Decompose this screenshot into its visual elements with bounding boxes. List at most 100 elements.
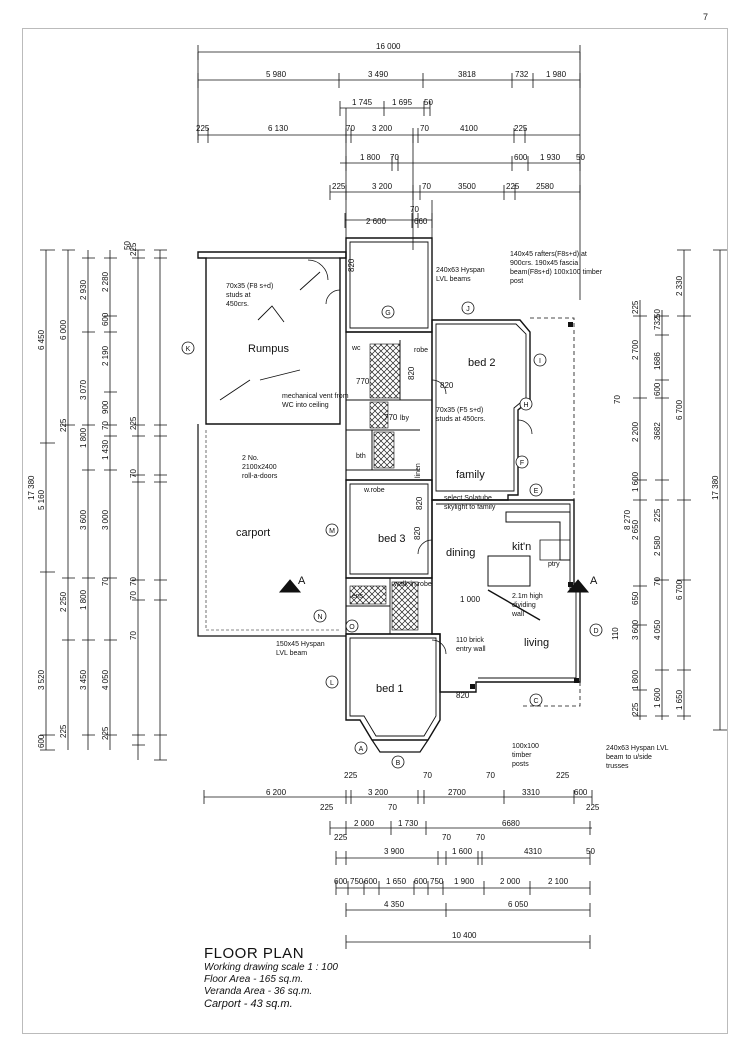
note-hyspan-beams: LVL beams <box>436 276 471 283</box>
dim-right: 225 <box>631 702 640 716</box>
room-label-carport: carport <box>236 527 270 539</box>
veranda-area-text: Veranda Area - 36 sq.m. <box>204 986 313 997</box>
note-rafters: 140x45 rafters(F8s+d) at <box>510 251 587 258</box>
dimension-label: 70 <box>422 182 431 191</box>
dimension-label: 1 650 <box>386 877 407 886</box>
note-studs: 70x35 (F5 s+d) <box>436 407 483 414</box>
dimension-label: 70 <box>486 771 495 780</box>
note-roll-doors: 2100x2400 <box>242 464 277 471</box>
dim-right: 2 580 <box>653 535 662 556</box>
grid-marker-e: E <box>529 483 543 497</box>
note-skylight: skylight to family <box>444 504 496 511</box>
dimension-label: 1 900 <box>454 877 475 886</box>
dimension-label: 70 <box>442 833 451 842</box>
dimension-label: 600 <box>364 877 378 886</box>
dim-right: 3682 <box>653 422 662 440</box>
dimension-label: 3 490 <box>368 70 389 79</box>
dim-right: 8 270 <box>623 509 632 530</box>
dimension-label: 3 200 <box>372 182 393 191</box>
grid-marker-j: J <box>461 301 475 315</box>
svg-text:C: C <box>533 698 538 705</box>
dimension-label: 50 <box>424 98 433 107</box>
dimension-label: 2 000 <box>354 819 375 828</box>
dim-right: 2 200 <box>631 421 640 442</box>
svg-text:I: I <box>539 358 541 365</box>
room-label-dining: dining <box>446 547 475 559</box>
dim-left: 225 <box>129 242 138 256</box>
svg-text:F: F <box>520 460 524 467</box>
dimension-label: 70 <box>346 124 355 133</box>
dim-inline: 820 <box>407 366 416 380</box>
carport-area-text: Carport - 43 sq.m. <box>204 998 293 1010</box>
dim-left: 1 430 <box>101 439 110 460</box>
dim-left: 6 450 <box>37 329 46 350</box>
dimension-label: 750 <box>350 877 364 886</box>
dim-left: 1 800 <box>79 427 88 448</box>
dimension-label: 225 <box>320 803 334 812</box>
dim-left: 2 190 <box>101 345 110 366</box>
dim-right: 225 <box>653 508 662 522</box>
dim-left: 4 050 <box>101 669 110 690</box>
dim-left: 3 070 <box>79 379 88 400</box>
dim-right: 4 050 <box>653 619 662 640</box>
dimension-label: 70 <box>388 803 397 812</box>
dim-right: 70 <box>613 395 622 404</box>
door-swings <box>307 259 533 655</box>
dim-right: 6 700 <box>675 579 684 600</box>
dim-right: 70 <box>653 577 662 586</box>
note-timber-posts: timber <box>512 752 532 759</box>
top-dimension-lines <box>197 45 581 300</box>
svg-text:E: E <box>534 488 539 495</box>
dim-inline: 820 <box>413 526 422 540</box>
dimension-label: 70 <box>390 153 399 162</box>
dim-left: 70 <box>129 469 138 478</box>
note-mech-vent: mechanical vent from <box>282 393 349 400</box>
plan-title: FLOOR PLAN <box>204 945 305 962</box>
room-label-kitchen: kit'n <box>512 541 531 553</box>
dimension-label: 6 200 <box>266 788 287 797</box>
dimension-label: 750 <box>430 877 444 886</box>
note-timber-posts: posts <box>512 761 529 768</box>
dim-left: 70 <box>101 421 110 430</box>
dim-left: 70 <box>129 631 138 640</box>
dimension-label: 5 980 <box>266 70 287 79</box>
dim-left: 5 160 <box>37 489 46 510</box>
note-hyspan-beams: 240x63 Hyspan <box>436 267 485 274</box>
grid-marker-l: L <box>325 675 339 689</box>
grid-marker-b: B <box>391 755 405 769</box>
dim-right: 1686 <box>653 352 662 370</box>
svg-text:B: B <box>396 760 401 767</box>
note-entry-wall: 110 brick <box>456 637 484 644</box>
dimension-label: 1 800 <box>360 153 381 162</box>
label-walk-in-robe: walk-in robe <box>393 581 432 588</box>
room-label-living: living <box>524 637 549 649</box>
dim-right: 1 600 <box>631 471 640 492</box>
grid-marker-h: H <box>519 397 533 411</box>
dimension-label: 3500 <box>458 182 476 191</box>
dimension-label: 70 <box>476 833 485 842</box>
note-lvl-beam-trusses: beam to u/side <box>606 754 652 761</box>
dim-right: 50 <box>653 309 662 318</box>
dim-left: 3 600 <box>79 509 88 530</box>
svg-text:J: J <box>466 306 470 313</box>
svg-text:N: N <box>317 614 322 621</box>
dimension-label: 3 200 <box>368 788 389 797</box>
dim-left: 225 <box>59 724 68 738</box>
dim-right: 2 330 <box>675 275 684 296</box>
grid-marker-f: F <box>515 455 529 469</box>
grid-marker-c: C <box>529 693 543 707</box>
room-label-rumpus: Rumpus <box>248 343 289 355</box>
wet-area-tiling <box>349 343 419 631</box>
label-robe: robe <box>414 347 428 354</box>
svg-text:M: M <box>329 528 335 535</box>
dimension-label: 2580 <box>536 182 554 191</box>
label-walk-robe: w.robe <box>363 487 385 494</box>
dimension-label: 50 <box>586 847 595 856</box>
note-dividing-wall: dividing <box>512 602 536 609</box>
note-rumpus-studs: studs at <box>226 292 251 299</box>
svg-text:L: L <box>330 680 334 687</box>
dimension-label: 2 600 <box>366 217 387 226</box>
note-entry-wall: entry wall <box>456 646 486 653</box>
dimension-label: 600 <box>334 877 348 886</box>
dimension-label: 4 350 <box>384 900 405 909</box>
